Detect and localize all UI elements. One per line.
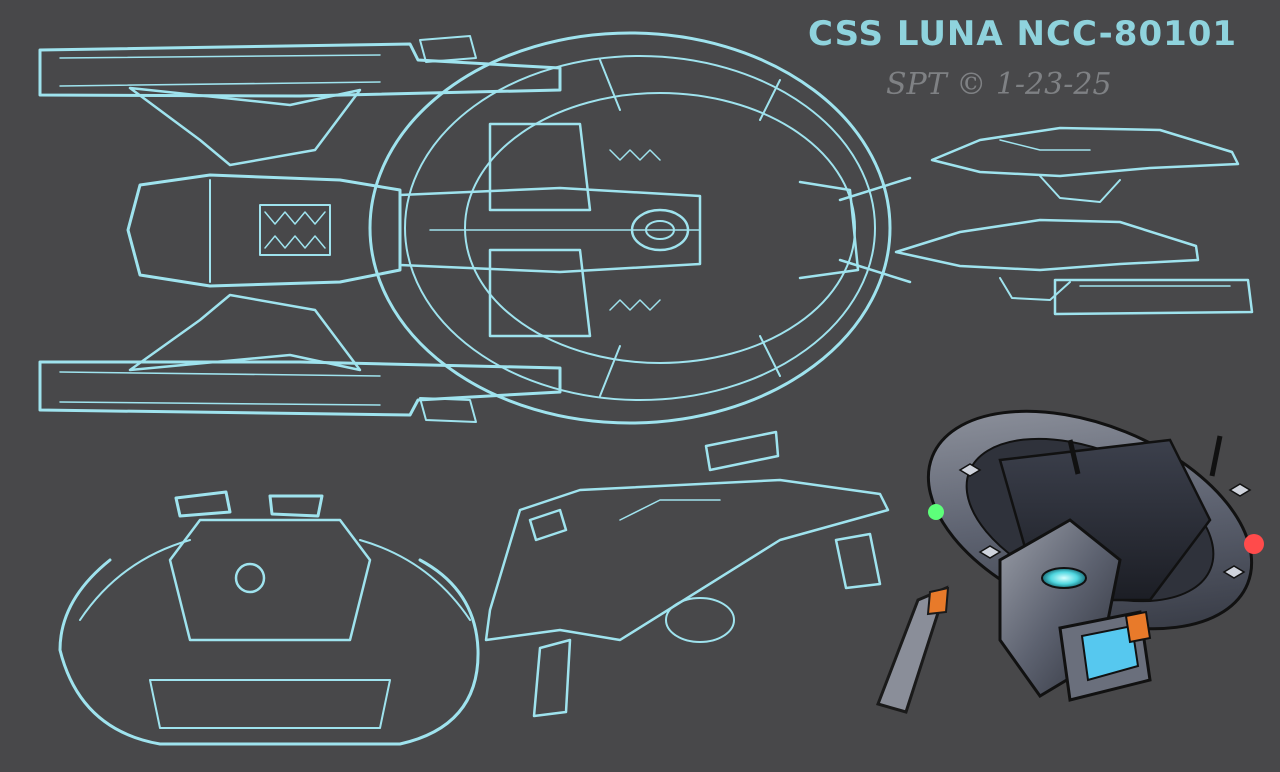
svg-text:SPT © 1-23-25: SPT © 1-23-25 (886, 67, 1112, 102)
three-quarter-sketch (484, 430, 890, 718)
front-view-sketch (58, 490, 480, 746)
side-view-sketch-upper (930, 126, 1240, 203)
side-view-sketch-lower (894, 218, 1254, 316)
artist-signature: SPT © 1-23-25 (886, 67, 1112, 102)
sheet-title: CSS LUNA NCC-80101 (808, 14, 1238, 54)
color-render (876, 409, 1264, 714)
top-view-sketch (38, 31, 912, 425)
